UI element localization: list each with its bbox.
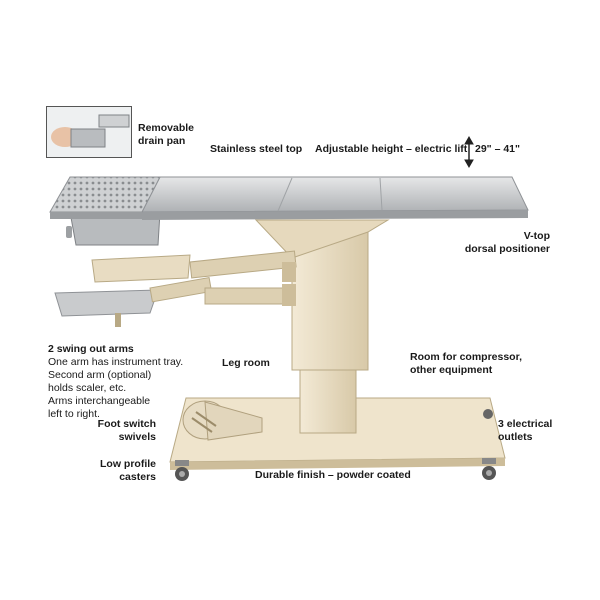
leg-room-label: Leg room [222, 357, 270, 369]
swing-arms-label: 2 swing out arms One arm has instrument … [48, 343, 184, 420]
caster-front-right [482, 458, 496, 480]
foot-switch-label: Foot switch swivels [97, 418, 156, 443]
caster-front-left [175, 460, 189, 481]
electrical-outlets-label: 3 electrical outlets [498, 418, 553, 443]
casters-label: Low profile casters [100, 458, 156, 483]
compressor-label: Room for compressor, other equipment [410, 351, 523, 376]
drain-pan-label: Removable drain pan [138, 122, 195, 147]
caster-rear [483, 409, 493, 419]
adjustable-height-label: Adjustable height – electric lift [315, 143, 468, 155]
swing-arm-lower [54, 277, 296, 327]
stainless-top-label: Stainless steel top [210, 143, 303, 155]
stainless-top [49, 176, 529, 220]
height-arrow-icon [464, 135, 474, 169]
swing-arm-upper [91, 250, 297, 283]
foot-switch [182, 400, 263, 441]
drain-pan [66, 211, 161, 246]
drain-pan-photo [46, 106, 132, 158]
v-top-label: V-top dorsal positioner [464, 230, 550, 255]
height-range-label: 29" – 41" [475, 143, 520, 155]
finish-label: Durable finish – powder coated [255, 469, 411, 481]
lift-column [254, 219, 390, 434]
